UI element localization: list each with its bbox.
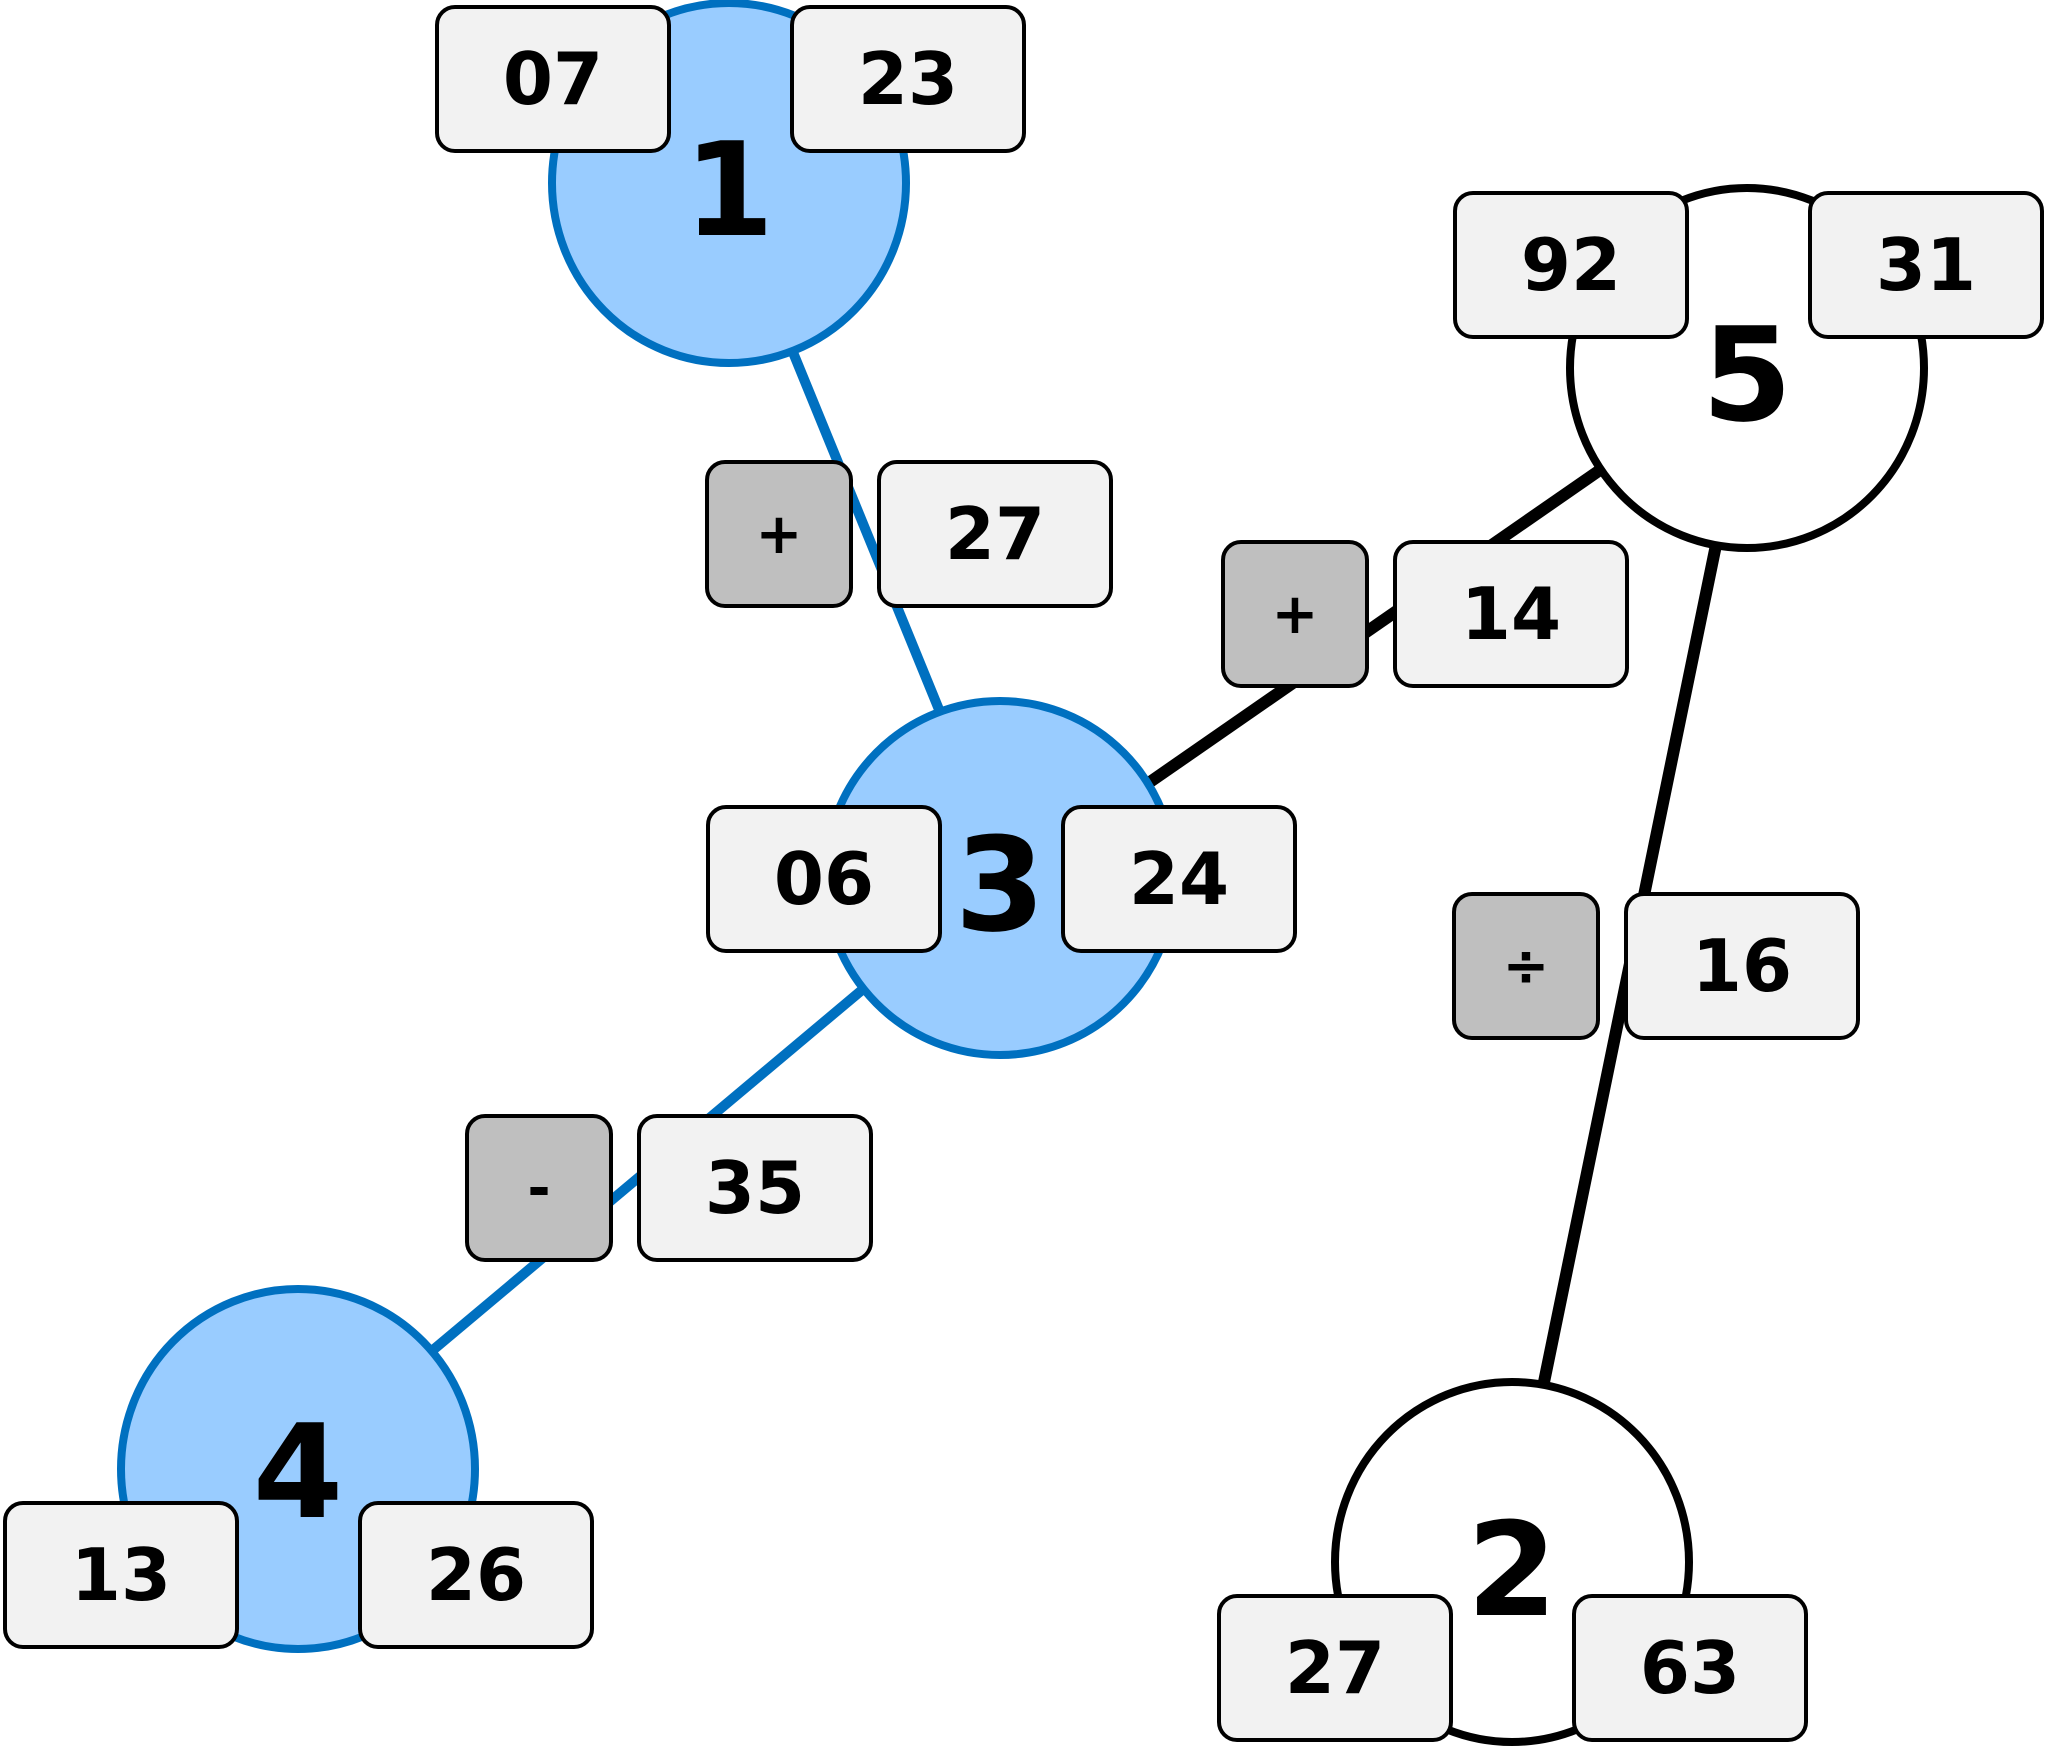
node-5-label: 5 <box>1701 299 1793 451</box>
node-2-right-value[interactable]: 63 <box>1572 1594 1808 1742</box>
node-2-label: 2 <box>1466 1494 1558 1646</box>
node-3-right-value[interactable]: 24 <box>1061 805 1297 953</box>
edge-3-5-value[interactable]: 14 <box>1393 540 1629 688</box>
node-3-left-value[interactable]: 06 <box>706 805 942 953</box>
edge-1-3-operator[interactable]: + <box>705 460 853 608</box>
edge-3-4-value[interactable]: 35 <box>637 1114 873 1262</box>
edge-5-2-operator[interactable]: ÷ <box>1452 892 1600 1040</box>
node-2-left-value[interactable]: 27 <box>1217 1594 1453 1742</box>
node-4-label: 4 <box>252 1396 344 1548</box>
node-4-left-value[interactable]: 13 <box>3 1501 239 1649</box>
edge-3-5-operator[interactable]: + <box>1221 540 1369 688</box>
node-1-label: 1 <box>683 114 775 266</box>
node-1-right-value[interactable]: 23 <box>790 5 1026 153</box>
node-3-label: 3 <box>954 809 1046 961</box>
edge-3-5[interactable] <box>1146 465 1604 787</box>
edge-3-4-operator[interactable]: - <box>465 1114 613 1262</box>
node-4-right-value[interactable]: 26 <box>358 1501 594 1649</box>
node-5-left-value[interactable]: 92 <box>1453 191 1689 339</box>
node-1-left-value[interactable]: 07 <box>435 5 671 153</box>
node-5-right-value[interactable]: 31 <box>1808 191 2044 339</box>
edge-1-3[interactable] <box>785 343 945 714</box>
edge-5-2-value[interactable]: 16 <box>1624 892 1860 1040</box>
edge-1-3-value[interactable]: 27 <box>877 460 1113 608</box>
